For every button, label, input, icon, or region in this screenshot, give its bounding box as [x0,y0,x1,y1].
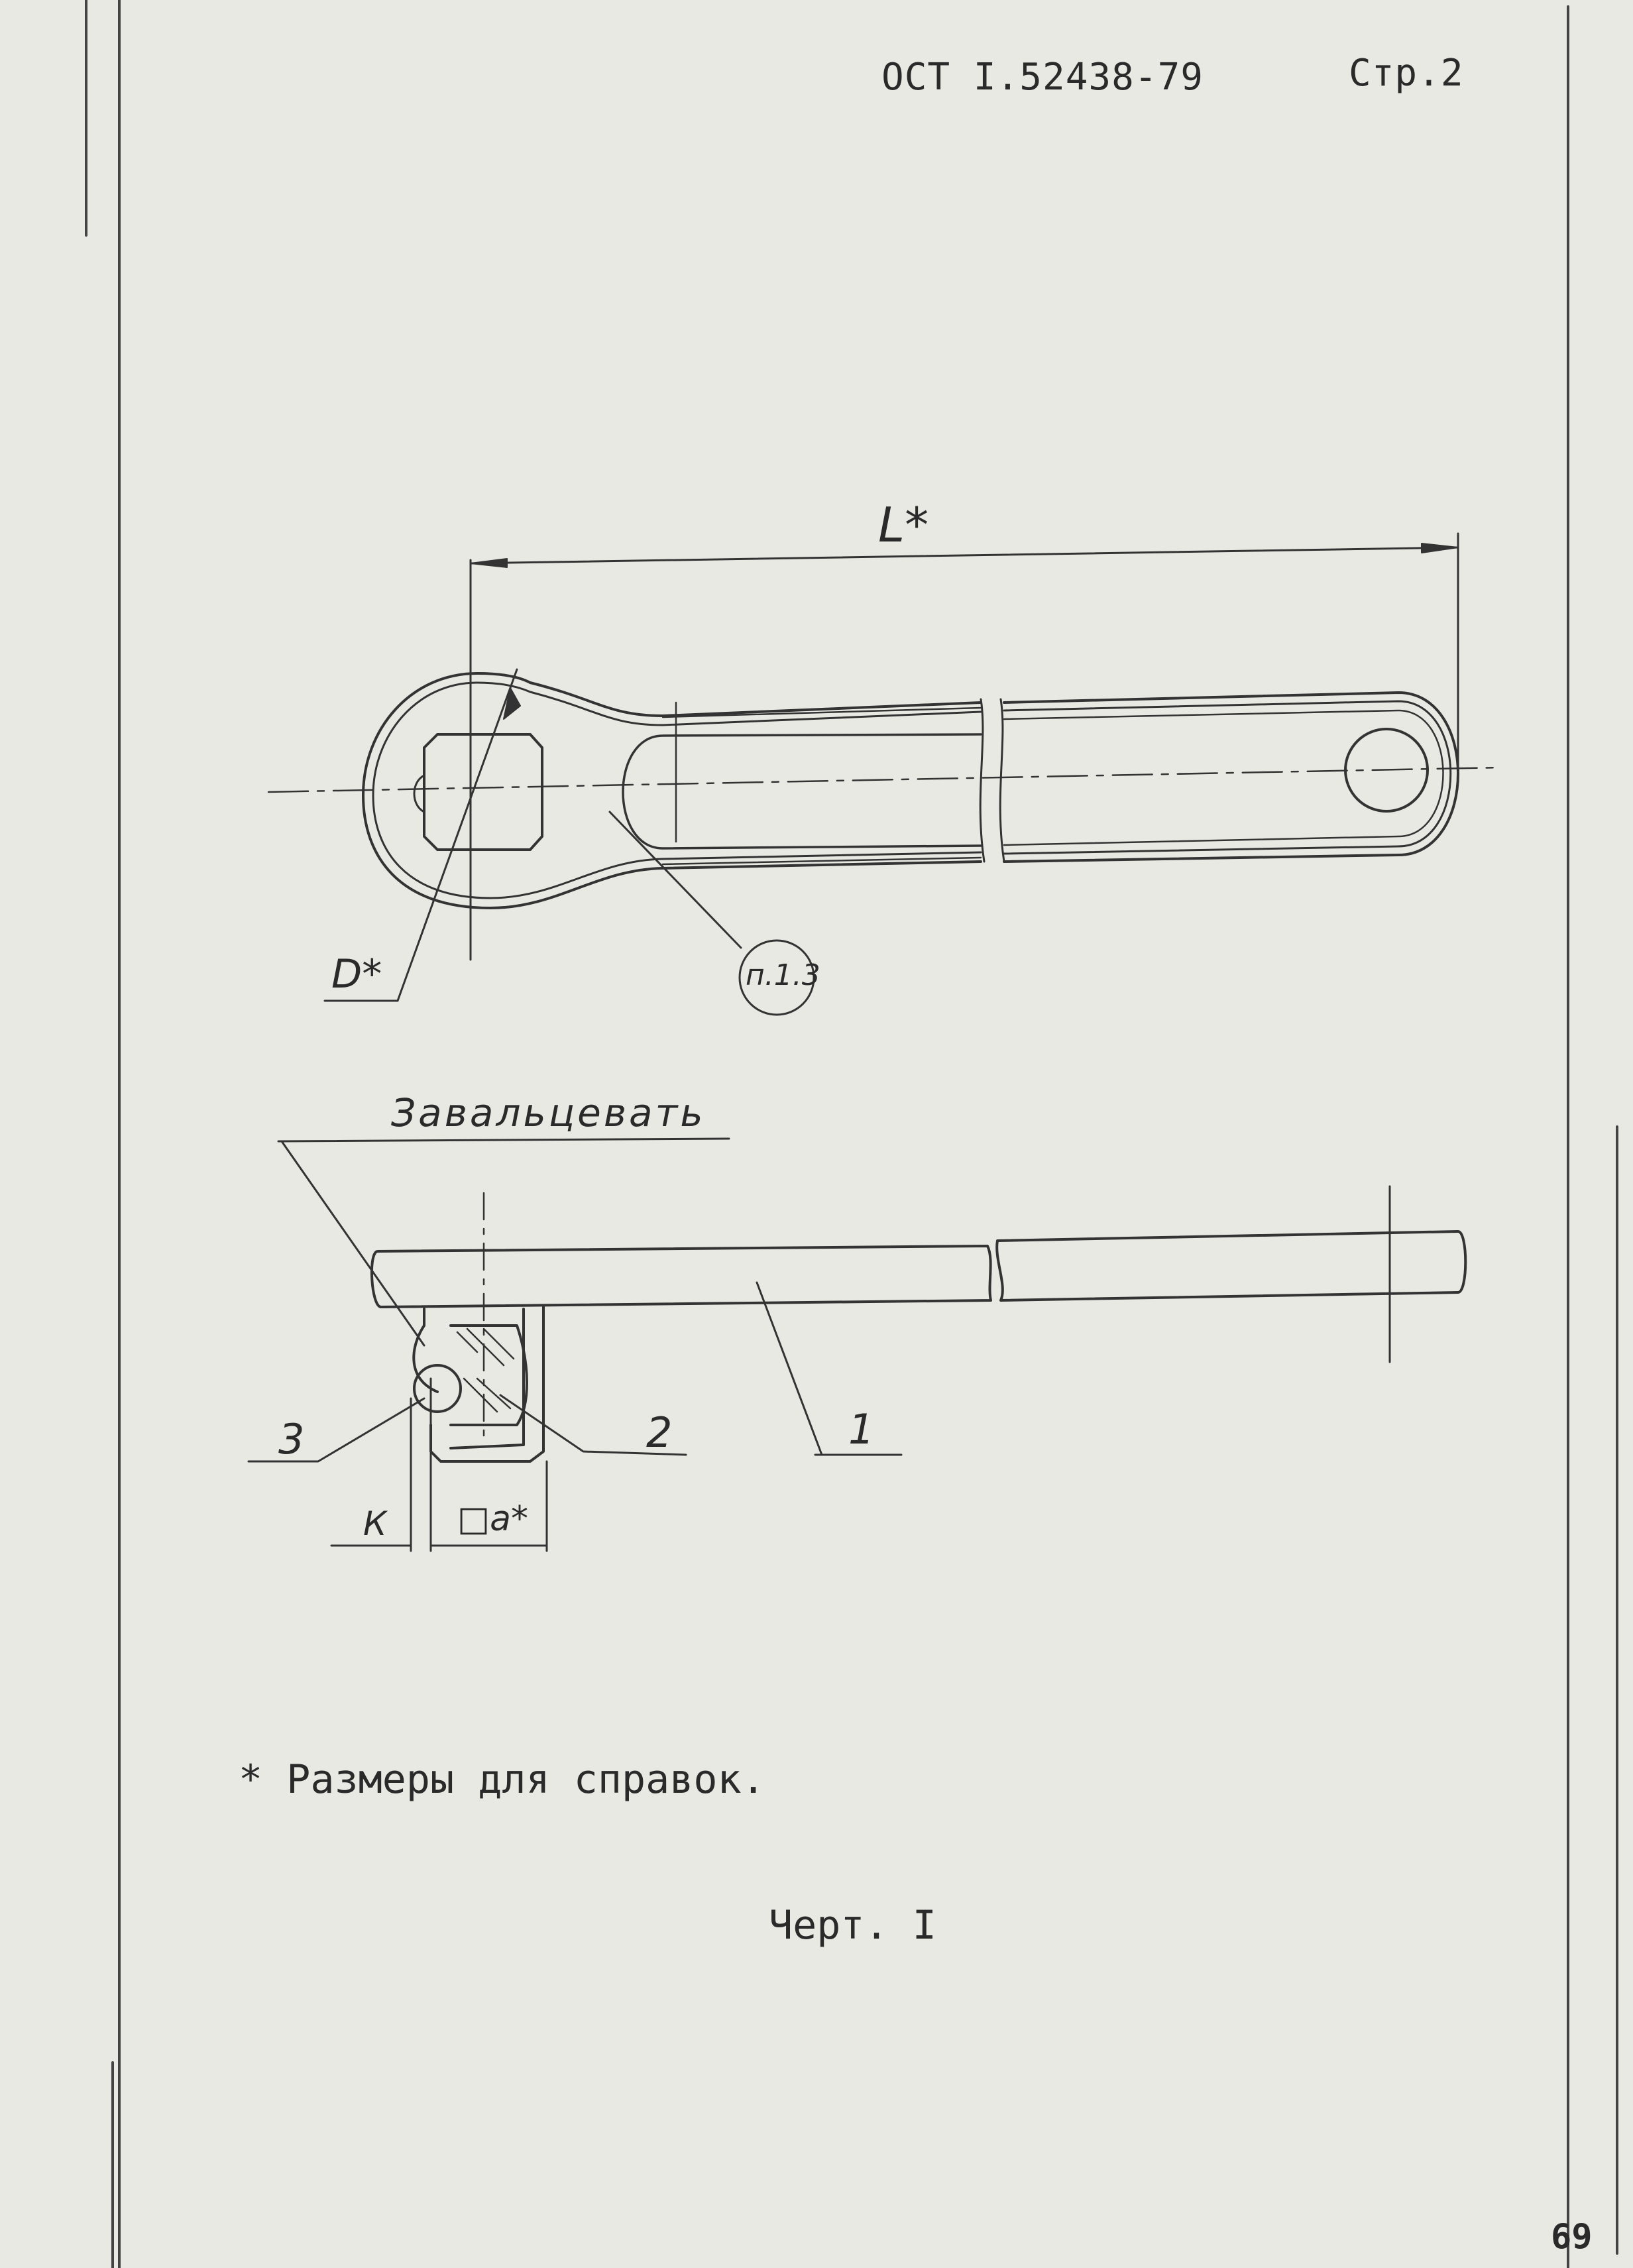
ref-clause-label: п.1.3 [746,958,820,992]
dim-k-label: К [363,1504,387,1543]
position-2-label: 2 [646,1408,673,1457]
top-view [267,532,1502,1016]
position-3-label: 3 [278,1415,305,1463]
doc-code: ОСТ I.52438-79 [881,56,1204,99]
drawing-caption: Черт. I [769,1902,936,1949]
position-1-label: 1 [848,1405,875,1453]
page-number: 69 [1551,2217,1593,2257]
side-view [247,1137,1467,1552]
dim-length-label: L* [878,497,929,553]
footnote: * Размеры для справок. [239,1756,765,1803]
page-frame [85,0,1618,2268]
roll-note-label: Завальцевать [391,1090,706,1135]
page-label: Стр.2 [1349,52,1464,95]
dim-diameter-label: D* [331,951,382,997]
dim-a-label: □а* [457,1499,528,1539]
